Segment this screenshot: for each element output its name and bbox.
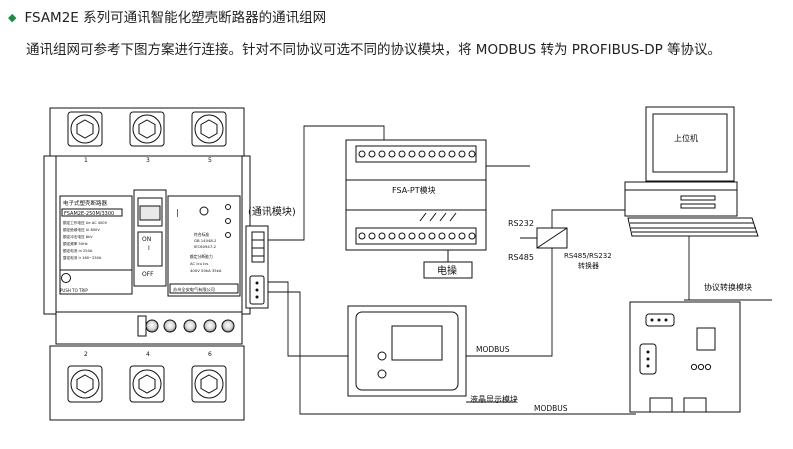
communication-module — [245, 225, 269, 309]
terminal-label-bottom-2: 2 — [84, 351, 88, 358]
panel-text-3: IEC60947-2 — [194, 244, 217, 249]
spec-line-5: 额定电流 In 250A — [63, 248, 93, 253]
rs485-label: RS485 — [508, 253, 534, 262]
terminal-screw — [408, 232, 416, 240]
terminal-screw — [358, 232, 366, 240]
panel-text-4: 额定分断能力 — [190, 254, 213, 259]
push-to-trip-label: PUSH TO TRIP — [60, 288, 88, 293]
handle-on-label: ON — [142, 236, 151, 243]
trip-unit-dials — [137, 315, 235, 337]
diamond-bullet-icon: ◆ — [8, 11, 17, 24]
nameplate-model: FSAM2E-250M/3300 — [64, 211, 114, 217]
relay-contacts — [419, 212, 457, 222]
terminal-screw-top-5 — [191, 111, 227, 147]
comm-module-label: (通讯模块) — [248, 206, 296, 218]
breaker-handle: ON I OFF — [133, 189, 167, 287]
terminal-screw — [428, 150, 436, 158]
terminal-label-top-1: 1 — [84, 157, 88, 164]
terminal-label-bottom-6: 6 — [208, 351, 212, 358]
connection-wires — [268, 125, 772, 415]
rs232-label: RS232 — [508, 219, 534, 228]
terminal-screw — [438, 232, 446, 240]
rs485-rs232-converter — [536, 227, 568, 249]
heading-text: FSAM2E 系列可通讯智能化塑壳断路器的通讯组网 — [24, 10, 327, 26]
terminal-screw — [458, 232, 466, 240]
terminal-screw — [368, 232, 376, 240]
terminal-screw — [398, 232, 406, 240]
converter-name-line2: 转换器 — [578, 261, 599, 270]
terminal-label-bottom-4: 4 — [146, 351, 150, 358]
terminal-screw-top-1 — [67, 111, 103, 147]
fsa-pt-label: FSA-PT模块 — [392, 185, 436, 195]
terminal-screw — [418, 232, 426, 240]
nameplate-title: 电子式塑壳断路器 — [63, 199, 108, 207]
lcd-display-module — [347, 305, 467, 397]
spec-line-2: 额定绝缘电压 Ui 800V — [63, 227, 100, 232]
lcd-module-label: 液晶显示模块 — [470, 394, 518, 404]
computer-label: 上位机 — [674, 133, 698, 143]
terminal-screw — [438, 150, 446, 158]
protocol-module-label: 协议转换模块 — [704, 282, 752, 292]
host-computer — [624, 106, 759, 237]
panel-text-5: AC Icu Ics — [190, 261, 208, 266]
spec-line-1: 额定工作电压 Ue AC 400V — [63, 220, 108, 225]
panel-text-1: 符合标准 — [194, 232, 209, 237]
terminal-screw — [428, 232, 436, 240]
terminal-screw — [398, 150, 406, 158]
description-text: 通讯组网可参考下图方案进行连接。针对不同协议可选不同的协议模块，将 MODBUS… — [26, 42, 722, 58]
terminal-screw-bottom-2 — [67, 365, 103, 403]
terminal-screw — [388, 150, 396, 158]
fsa-pt-module — [345, 139, 487, 251]
fsa-pt-terminals — [358, 150, 476, 240]
terminal-screw — [368, 150, 376, 158]
modbus-label-2: MODBUS — [534, 404, 568, 413]
handle-off-label: OFF — [142, 271, 154, 278]
protocol-converter-module — [629, 301, 741, 413]
spec-line-6: 整定电流 Ir 160~250A — [63, 255, 102, 260]
terminal-screw — [418, 150, 426, 158]
spec-line-4: 额定频率 50Hz — [63, 241, 88, 246]
manufacturer-label: 苏州全安电气有限公司 — [173, 286, 215, 293]
panel-text-2: GB 14048.2 — [194, 238, 217, 243]
terminal-screw — [408, 150, 416, 158]
terminal-label-top-5: 5 — [208, 157, 212, 164]
terminal-screw — [378, 232, 386, 240]
spec-line-3: 额定冲击电压 8kV — [63, 234, 93, 239]
terminal-screw-top-3 — [129, 111, 165, 147]
right-panel-mark: | — [176, 208, 179, 217]
terminal-screw — [388, 232, 396, 240]
handle-on-mark: I — [148, 245, 150, 252]
modbus-label-1: MODBUS — [476, 345, 510, 354]
terminal-label-top-3: 3 — [146, 157, 150, 164]
section-heading: ◆ FSAM2E 系列可通讯智能化塑壳断路器的通讯组网 — [8, 6, 326, 26]
terminal-screw — [358, 150, 366, 158]
terminal-screw — [468, 150, 476, 158]
circuit-breaker: 1 3 5 电子式塑壳断路器 FSAM2E-250M/3300 额定工作电压 U… — [43, 107, 251, 421]
terminal-screw-bottom-6 — [191, 365, 227, 403]
terminal-screw — [448, 232, 456, 240]
converter-name-line1: RS485/RS232 — [564, 252, 612, 260]
terminal-screw-bottom-4 — [129, 365, 165, 403]
terminal-screw — [468, 232, 476, 240]
terminal-screw — [448, 150, 456, 158]
terminal-screw — [378, 150, 386, 158]
terminal-screw — [458, 150, 466, 158]
panel-text-6: 400V 50kA 35kA — [190, 268, 222, 273]
power-operator-label: 电操 — [437, 264, 457, 277]
